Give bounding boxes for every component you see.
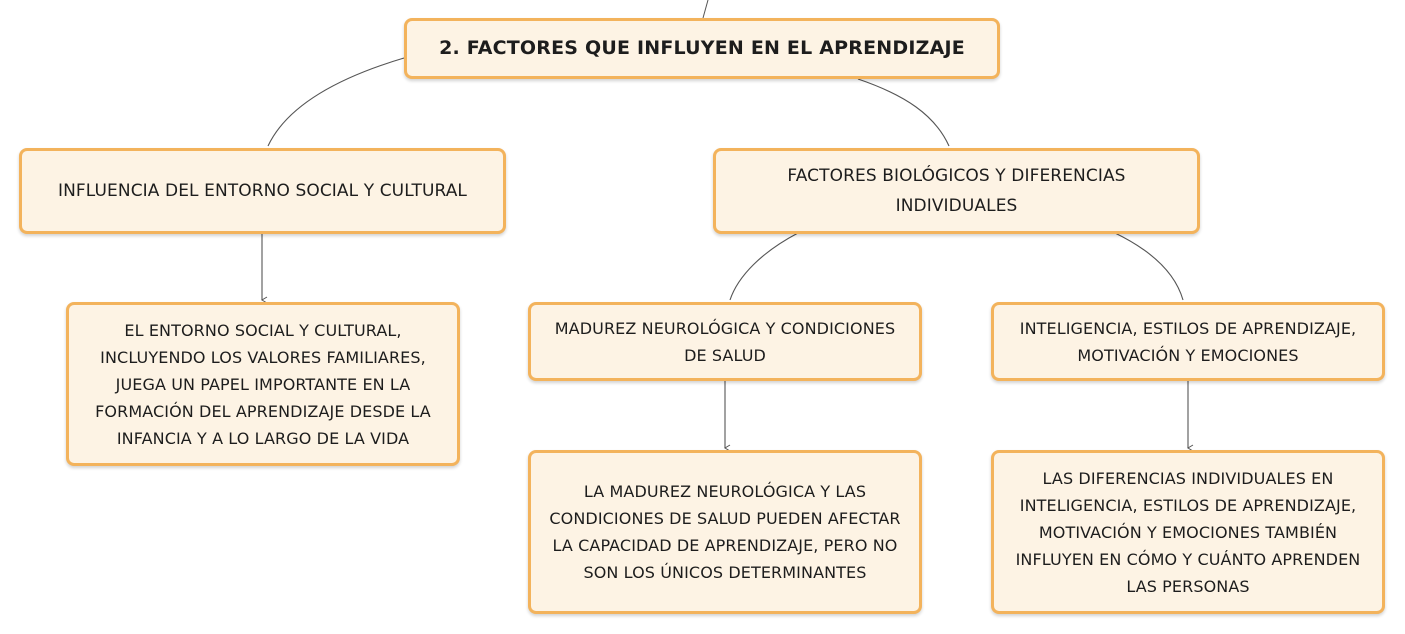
social-cultural-detail-node[interactable]: EL ENTORNO SOCIAL Y CULTURAL, INCLUYENDO… — [66, 302, 460, 466]
neurological-maturity-detail-text: LA MADUREZ NEUROLÓGICA Y LAS CONDICIONES… — [549, 482, 901, 582]
intelligence-styles-label: INTELIGENCIA, ESTILOS DE APRENDIZAJE, MO… — [1019, 318, 1357, 365]
connector-incoming — [702, 0, 709, 19]
social-cultural-node[interactable]: INFLUENCIA DEL ENTORNO SOCIAL Y CULTURAL — [19, 148, 506, 234]
intelligence-styles-detail-node[interactable]: LAS DIFERENCIAS INDIVIDUALES EN INTELIGE… — [991, 450, 1385, 614]
social-cultural-detail-text: EL ENTORNO SOCIAL Y CULTURAL, INCLUYENDO… — [95, 320, 431, 448]
neurological-maturity-label: MADUREZ NEUROLÓGICA Y CONDICIONES DE SAL… — [554, 318, 896, 365]
neurological-maturity-detail-node[interactable]: LA MADUREZ NEUROLÓGICA Y LAS CONDICIONES… — [528, 450, 922, 614]
biological-factors-label: FACTORES BIOLÓGICOS Y DIFERENCIAS INDIVI… — [787, 166, 1126, 216]
connector-root-social — [267, 57, 405, 147]
connector-bio-maturity — [729, 232, 799, 301]
root-topic-node[interactable]: 2. FACTORES QUE INFLUYEN EN EL APRENDIZA… — [404, 18, 1000, 79]
neurological-maturity-node[interactable]: MADUREZ NEUROLÓGICA Y CONDICIONES DE SAL… — [528, 302, 922, 381]
intelligence-styles-node[interactable]: INTELIGENCIA, ESTILOS DE APRENDIZAJE, MO… — [991, 302, 1385, 381]
root-topic-title: 2. FACTORES QUE INFLUYEN EN EL APRENDIZA… — [439, 37, 965, 59]
connector-root-bio — [857, 78, 950, 147]
biological-factors-node[interactable]: FACTORES BIOLÓGICOS Y DIFERENCIAS INDIVI… — [713, 148, 1200, 234]
intelligence-styles-detail-text: LAS DIFERENCIAS INDIVIDUALES EN INTELIGE… — [1015, 468, 1361, 596]
social-cultural-label: INFLUENCIA DEL ENTORNO SOCIAL Y CULTURAL — [57, 181, 468, 201]
connector-bio-intel — [1114, 232, 1184, 301]
